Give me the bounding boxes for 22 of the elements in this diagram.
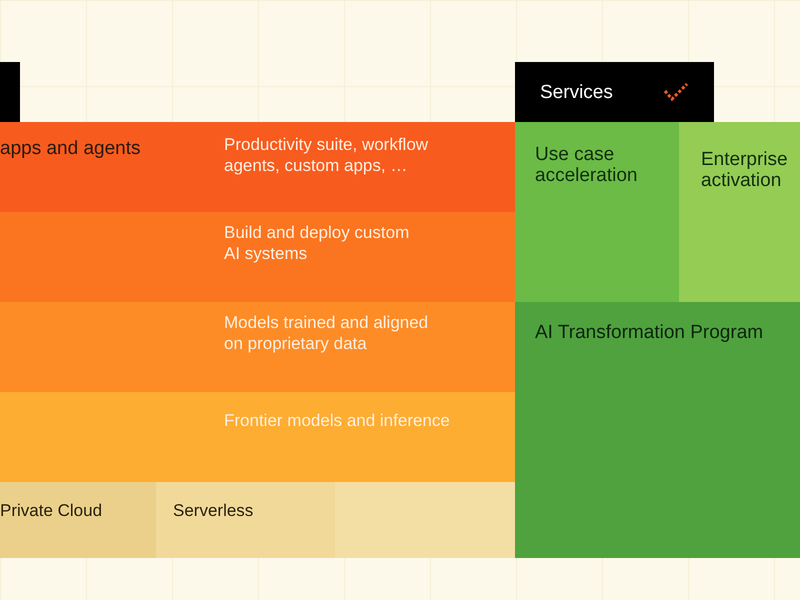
tile-label: Build and deploy custom AI systems: [224, 222, 410, 264]
tile-label: Services: [540, 82, 614, 103]
services-header: [515, 62, 714, 122]
tile-label: AI Transformation Program: [535, 322, 764, 343]
layer-band: [0, 392, 515, 482]
tile-label: Models trained and aligned on proprietary data: [224, 312, 430, 354]
layer-band: [0, 122, 515, 212]
platform-tile: [0, 482, 156, 558]
service-tile: [515, 122, 679, 302]
layer-band: [0, 302, 515, 392]
tile-label: Private Cloud: [0, 500, 104, 521]
tile-label: Serverless: [173, 500, 254, 521]
platform-tile: [335, 482, 515, 558]
tile-label: Enterprise activation: [701, 149, 789, 191]
layer-title: apps and agents: [0, 138, 142, 159]
tile-label: Use case acceleration: [535, 144, 638, 186]
service-tile: [515, 302, 800, 558]
tile-label: Productivity suite, workflow agents, custom apps, …: [224, 134, 430, 176]
tile-label: Frontier models and inference: [224, 410, 451, 431]
service-tile: [679, 122, 800, 302]
platform-tile: [156, 482, 335, 558]
layer-band: [0, 212, 515, 302]
